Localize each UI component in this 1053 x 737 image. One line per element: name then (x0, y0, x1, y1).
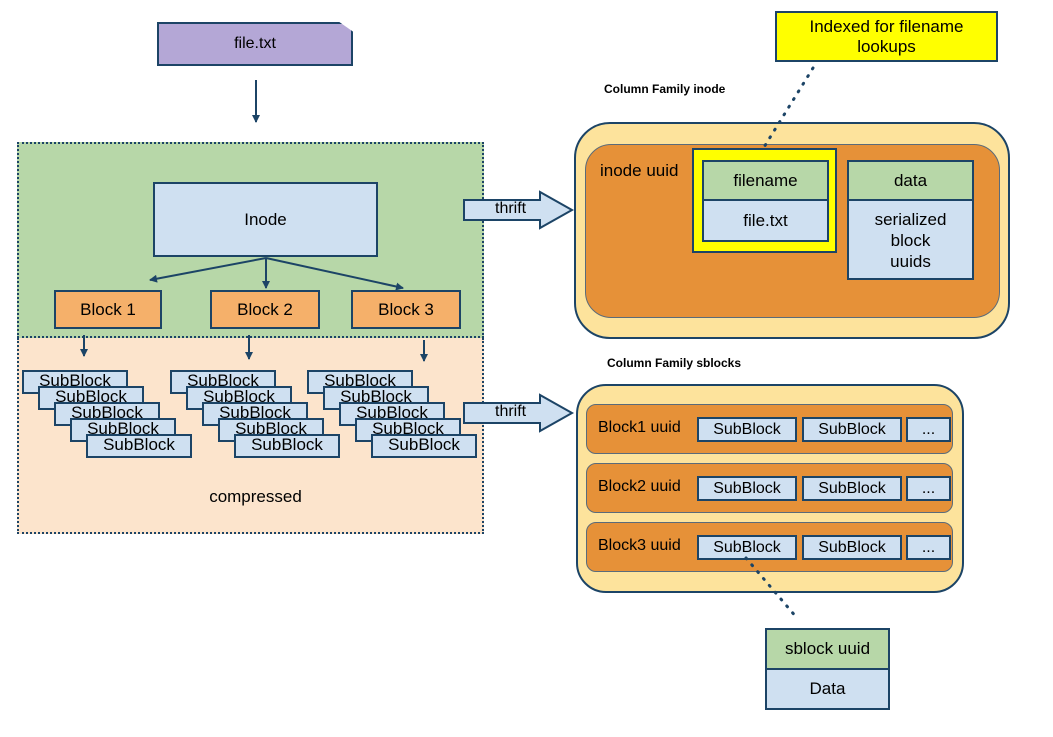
subblock-label: SubBlock (187, 371, 259, 390)
data-value-line: uuids (890, 252, 931, 271)
sblock-row-key: Block3 uuid (598, 537, 681, 554)
subblock-label: SubBlock (251, 435, 323, 454)
sblock-cell-label: SubBlock (818, 538, 886, 556)
subblock-label: SubBlock (235, 419, 307, 438)
thrift-label: thrift (495, 403, 527, 420)
sblock-subblock-cell[interactable]: SubBlock (697, 417, 797, 442)
block-label: Block 3 (378, 299, 434, 319)
sblock-more-cell[interactable]: ... (906, 476, 951, 501)
compressed-subblock[interactable]: SubBlock (86, 434, 192, 458)
compressed-caption: compressed (17, 485, 494, 509)
thrift-label: thrift (495, 200, 527, 217)
compressed-subblock[interactable]: SubBlock (234, 434, 340, 458)
sblock-cell-label: SubBlock (818, 479, 886, 497)
subblock-label: SubBlock (219, 403, 291, 422)
sblock-subblock-cell[interactable]: SubBlock (802, 476, 902, 501)
cf-inode-title: Column Family inode (604, 82, 726, 96)
sblock-row-key: Block1 uuid (598, 419, 681, 436)
subblock-label: SubBlock (340, 387, 412, 406)
data-header-text: data (893, 170, 928, 190)
inode-label: Inode (244, 209, 287, 229)
data-column-value[interactable]: serialized block uuids (847, 199, 974, 280)
sblock-row-key: Block2 uuid (598, 478, 681, 495)
sblock-cell-label: SubBlock (818, 420, 886, 438)
subblock-label: SubBlock (324, 371, 396, 390)
thrift-arrow-shape (463, 190, 575, 230)
sblock-subblock-cell[interactable]: SubBlock (802, 417, 902, 442)
sblock-uuid-header[interactable]: sblock uuid (765, 628, 890, 670)
index-note-line: lookups (857, 37, 916, 56)
block-label: Block 2 (237, 299, 293, 319)
inode-node[interactable]: Inode (153, 182, 378, 257)
subblock-label: SubBlock (372, 419, 444, 438)
subblock-label: SubBlock (87, 419, 159, 438)
cf-sblocks-title: Column Family sblocks (607, 356, 742, 370)
block-label: Block 1 (80, 299, 136, 319)
subblock-label: SubBlock (55, 387, 127, 406)
compressed-caption-text: compressed (209, 487, 302, 506)
filename-column-value[interactable]: file.txt (702, 199, 829, 242)
thrift-arrow-bottom: thrift (462, 393, 577, 433)
sblock-subblock-cell[interactable]: SubBlock (802, 535, 902, 560)
subblock-label: SubBlock (388, 435, 460, 454)
thrift-arrow-shape (463, 393, 575, 433)
sblock-cell-label: ... (921, 420, 936, 438)
sblock-cell-label: ... (921, 538, 936, 556)
sblock-data-value[interactable]: Data (765, 668, 890, 710)
index-note: Indexed for filename lookups (775, 11, 998, 62)
compressed-subblock[interactable]: SubBlock (371, 434, 477, 458)
subblock-label: SubBlock (356, 403, 428, 422)
sblock-subblock-cell[interactable]: SubBlock (697, 476, 797, 501)
data-value-line: block (890, 231, 931, 250)
sblock-cell-label: SubBlock (713, 420, 781, 438)
thrift-arrow-top: thrift (462, 190, 577, 230)
block-node-3[interactable]: Block 3 (351, 290, 461, 329)
filename-header-text: filename (733, 170, 798, 190)
subblock-label: SubBlock (103, 435, 175, 454)
inode-uuid-key: inode uuid (600, 161, 679, 180)
subblock-label: SubBlock (39, 371, 111, 390)
sblock-more-cell[interactable]: ... (906, 535, 951, 560)
index-note-line: Indexed for filename (809, 17, 964, 36)
sblock-cell-label: ... (921, 479, 936, 497)
data-column-header[interactable]: data (847, 160, 974, 201)
sblock-cell-label: SubBlock (713, 479, 781, 497)
subblock-label: SubBlock (71, 403, 143, 422)
sblock-more-cell[interactable]: ... (906, 417, 951, 442)
data-value-line: serialized (874, 210, 947, 229)
sblock-uuid-text: sblock uuid (784, 639, 871, 658)
filename-value-text: file.txt (743, 210, 788, 230)
file-node[interactable]: file.txt (157, 22, 353, 66)
subblock-label: SubBlock (203, 387, 275, 406)
sblock-data-text: Data (809, 679, 846, 698)
sblock-cell-label: SubBlock (713, 538, 781, 556)
file-node-label: file.txt (234, 35, 276, 52)
sblock-subblock-cell[interactable]: SubBlock (697, 535, 797, 560)
block-node-1[interactable]: Block 1 (54, 290, 162, 329)
filename-column-header[interactable]: filename (702, 160, 829, 201)
block-node-2[interactable]: Block 2 (210, 290, 320, 329)
